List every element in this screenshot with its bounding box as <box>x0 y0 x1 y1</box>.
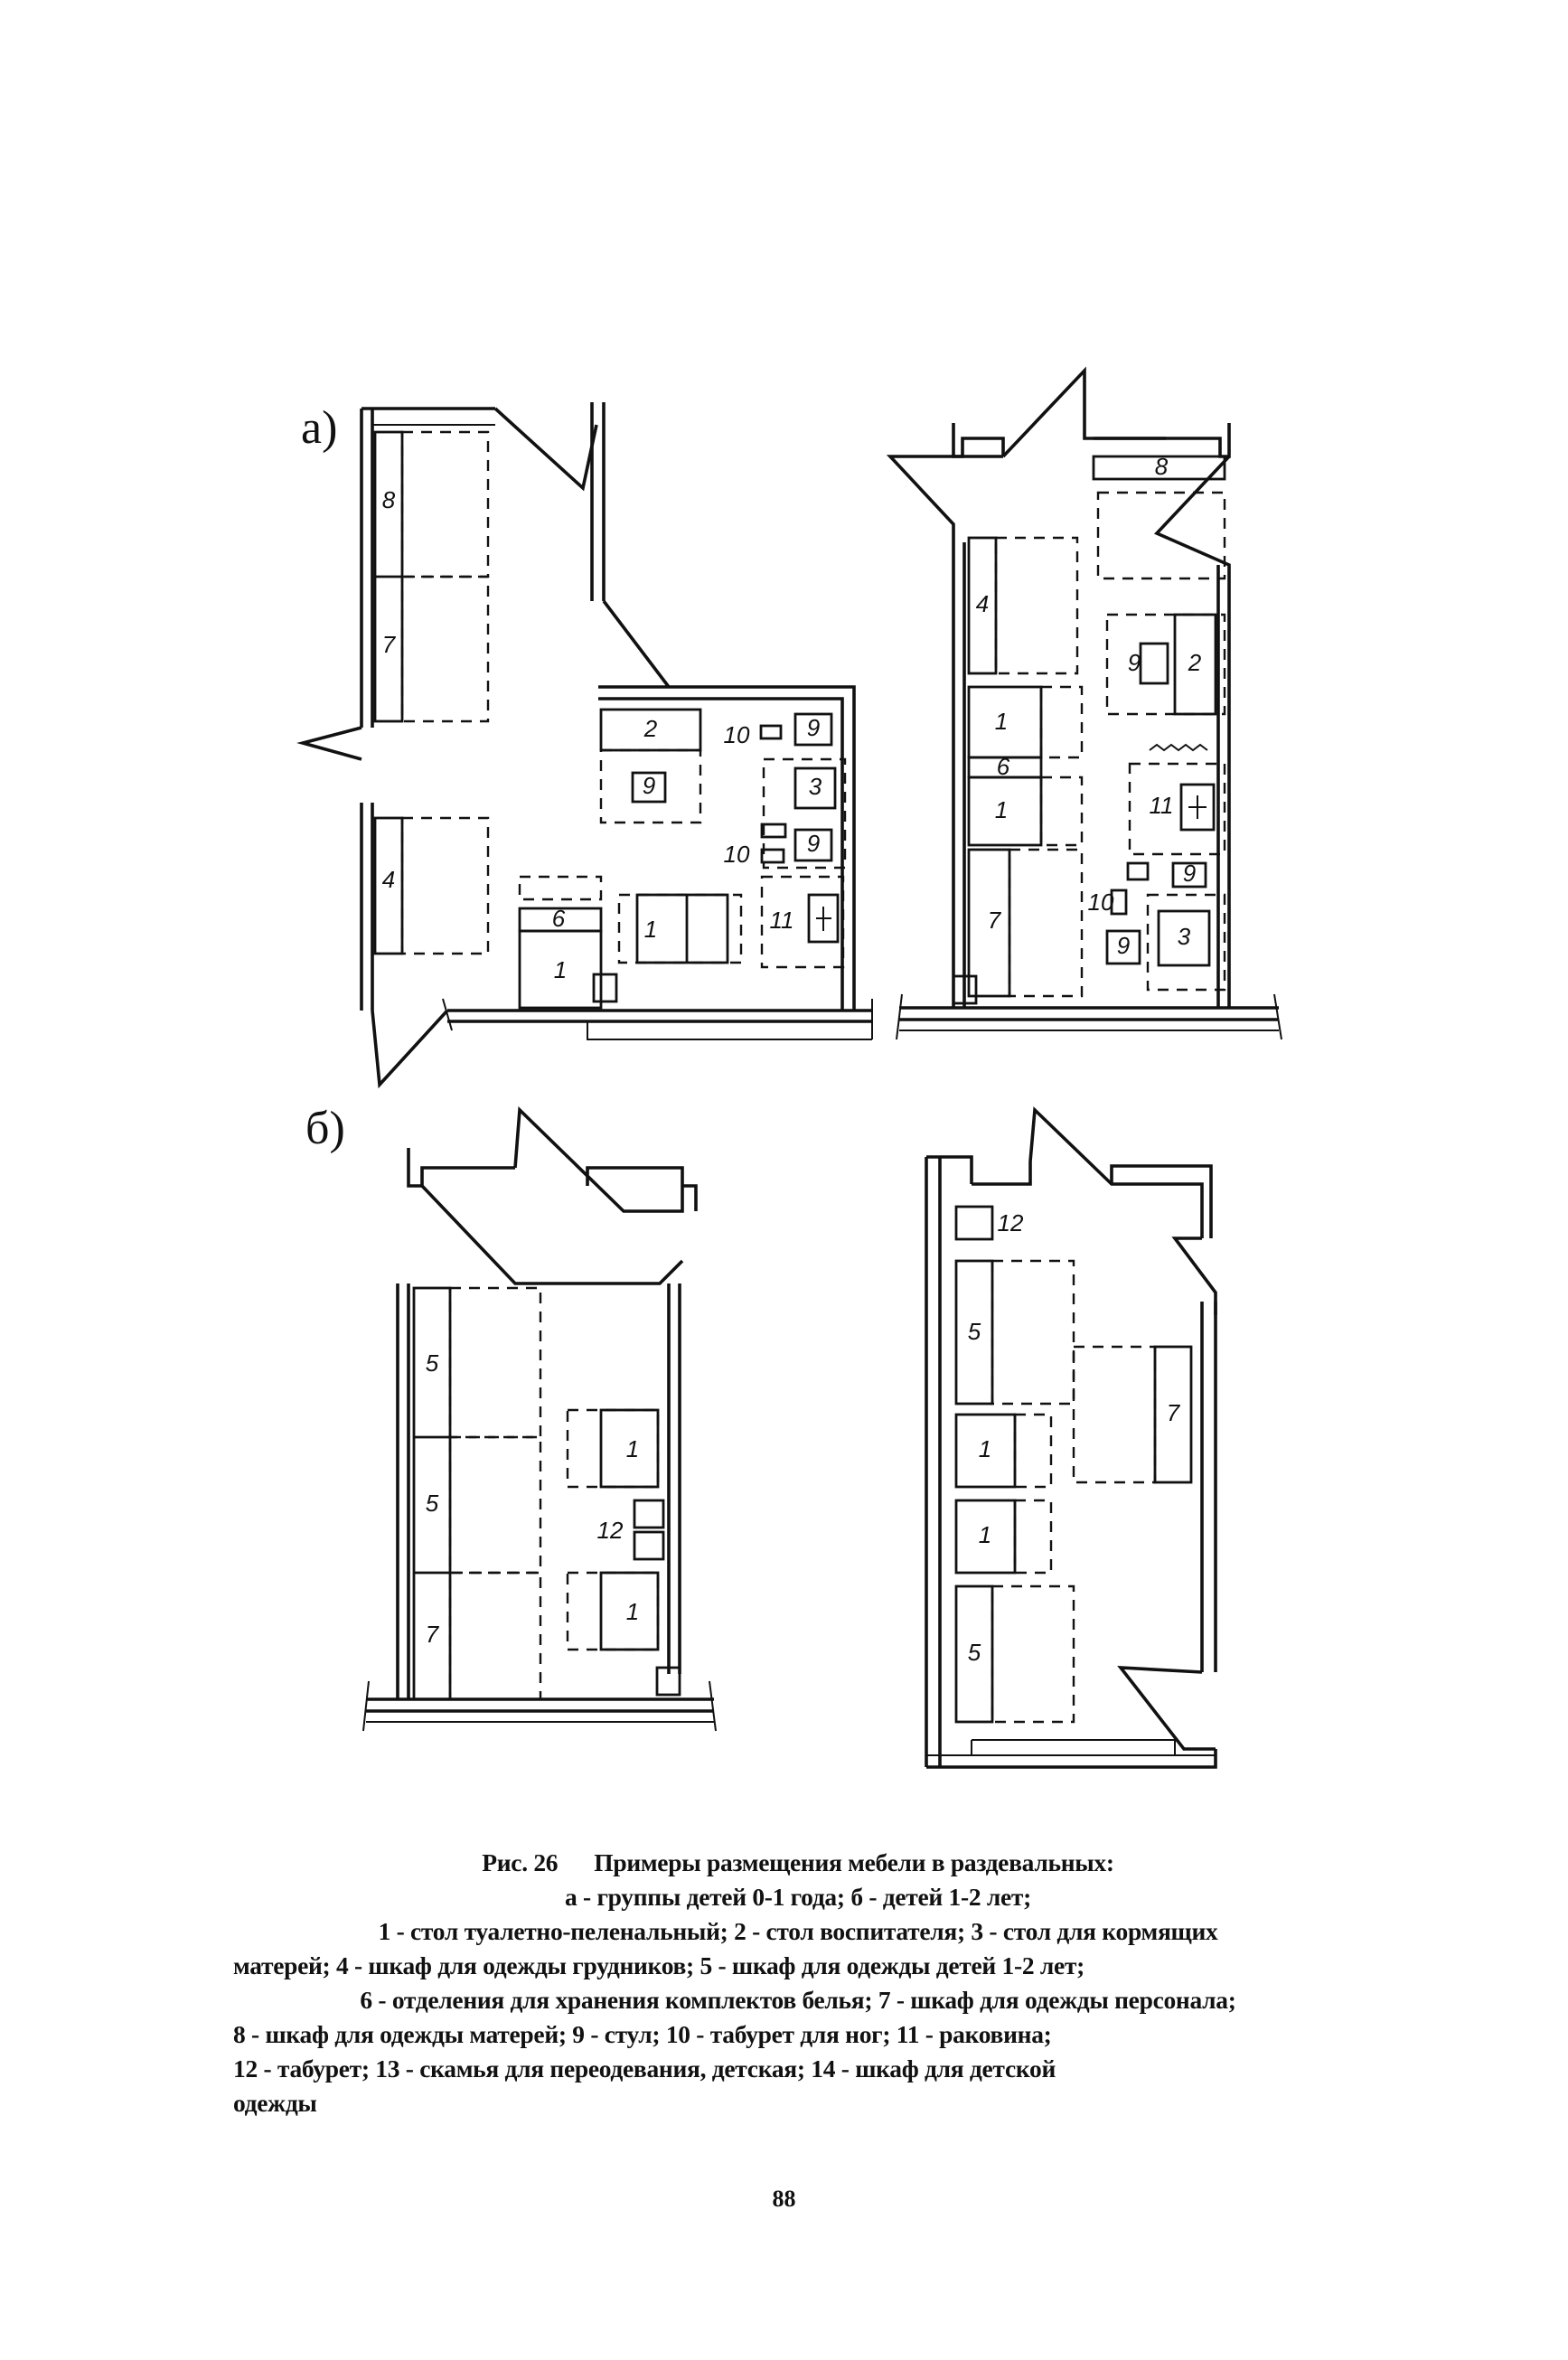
item-label-6a: 6 <box>552 905 566 932</box>
item-label-8b: 8 <box>1155 453 1169 480</box>
caption-line: 12 - табурет; 13 - скамья для переодеван… <box>233 2054 1056 2083</box>
caption-line: одежды <box>233 2089 317 2117</box>
page-number: 88 <box>772 2186 796 2212</box>
item-label-1h: 1 <box>979 1521 991 1548</box>
caption-line: 1 - стол туалетно-пеленальный; 2 - стол … <box>378 1917 1218 1945</box>
item-label-10c: 10 <box>1088 889 1114 916</box>
item-label-5a: 5 <box>426 1349 439 1377</box>
item-label-4b: 4 <box>976 590 989 617</box>
item-label-12b: 12 <box>998 1209 1024 1236</box>
item-label-9f: 9 <box>1117 932 1130 959</box>
item-label-4: 4 <box>382 866 395 893</box>
item-label-8: 8 <box>382 486 396 513</box>
plan-a1: 8 7 4 2 9 10 9 3 9 10 11 6 <box>296 402 873 1089</box>
plan-b2: 12 5 7 1 1 5 <box>925 1106 1217 1769</box>
item-label-1b: 1 <box>644 916 657 943</box>
item-label-7: 7 <box>382 631 397 658</box>
item-label-11a: 11 <box>770 907 794 934</box>
plan-a2: 8 4 2 9 1 6 1 <box>886 366 1282 1040</box>
item-label-6b: 6 <box>997 753 1010 780</box>
item-label-12a: 12 <box>597 1517 624 1544</box>
caption-line: матерей; 4 - шкаф для одежды грудников; … <box>233 1951 1084 1979</box>
plan-b1: 5 5 7 1 12 1 <box>362 1106 717 1732</box>
item-label-2: 2 <box>643 715 658 742</box>
item-label-2b: 2 <box>1188 649 1202 676</box>
figure-title: Примеры размещения мебели в раздевальных… <box>594 1848 1114 1876</box>
item-label-1a: 1 <box>554 956 567 983</box>
item-label-11b: 11 <box>1150 792 1174 819</box>
item-label-9b: 9 <box>807 714 820 741</box>
figure-number: Рис. 26 <box>482 1848 559 1876</box>
item-label-1c: 1 <box>995 708 1008 735</box>
item-label-1e: 1 <box>626 1435 639 1462</box>
item-label-3b: 3 <box>1178 923 1191 950</box>
item-label-5d: 5 <box>968 1639 981 1666</box>
item-label-10b: 10 <box>724 841 750 868</box>
item-label-1d: 1 <box>995 796 1008 823</box>
item-label-9a: 9 <box>643 772 655 799</box>
item-label-5c: 5 <box>968 1318 981 1345</box>
item-label-7d: 7 <box>1167 1399 1181 1426</box>
item-label-7b: 7 <box>988 907 1002 934</box>
item-label-10a: 10 <box>724 721 750 748</box>
item-label-9d: 9 <box>1128 649 1141 676</box>
section-label-a: а) <box>301 402 337 454</box>
item-label-1f: 1 <box>626 1598 639 1625</box>
section-label-b: б) <box>305 1103 345 1154</box>
item-label-5b: 5 <box>426 1490 439 1517</box>
item-label-9c: 9 <box>807 830 820 857</box>
caption-line: 8 - шкаф для одежды матерей; 9 - стул; 1… <box>233 2020 1052 2048</box>
item-label-3: 3 <box>809 773 822 800</box>
item-label-1g: 1 <box>979 1435 991 1462</box>
item-label-7c: 7 <box>426 1621 440 1648</box>
caption-line: 6 - отделения для хранения комплектов бе… <box>360 1986 1236 2014</box>
caption-line: а - группы детей 0-1 года; б - детей 1-2… <box>565 1883 1031 1911</box>
floor-plans-figure: а) б) 8 7 4 2 <box>296 366 1282 1769</box>
caption-head: Рис. 26 Примеры размещения мебели в разд… <box>233 1846 1363 1880</box>
item-label-9e: 9 <box>1183 860 1196 887</box>
figure-caption: Рис. 26 Примеры размещения мебели в разд… <box>233 1846 1363 2120</box>
